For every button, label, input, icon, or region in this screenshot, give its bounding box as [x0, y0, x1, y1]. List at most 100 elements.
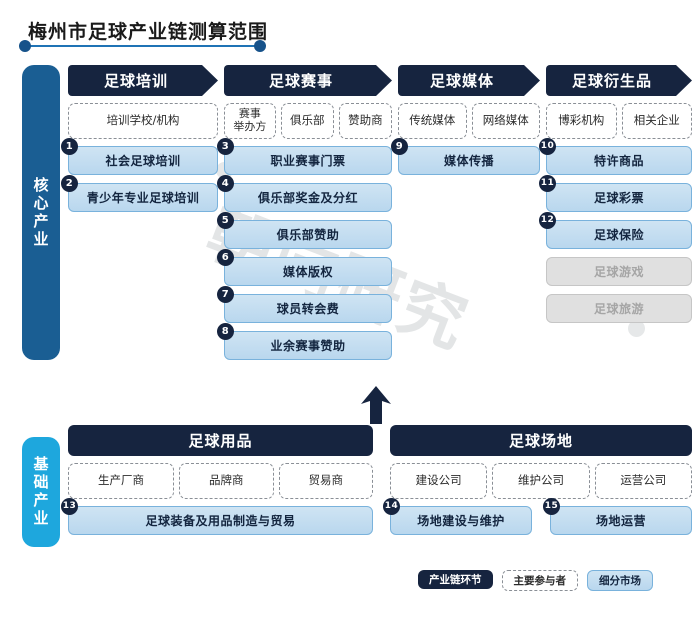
item-label: 特许商品 — [593, 154, 644, 168]
item-label: 球员转会费 — [276, 302, 340, 316]
market-item[interactable]: 9 媒体传播 — [391, 138, 540, 175]
participant-label: 赛事举办方 — [233, 107, 267, 133]
item-label: 媒体传播 — [443, 154, 494, 168]
item-label: 足球彩票 — [593, 191, 644, 205]
participant-row: 培训学校/机构 — [68, 103, 218, 139]
page-title: 梅州市足球产业链测算范围 — [28, 21, 269, 43]
item-number-badge: 3 — [217, 138, 234, 155]
market-item[interactable]: 8 业余赛事赞助 — [217, 323, 392, 360]
title-dot-left-icon — [19, 40, 31, 52]
market-item[interactable]: 7 球员转会费 — [217, 286, 392, 323]
item-label: 足球旅游 — [593, 302, 644, 316]
participant-row: 传统媒体 网络媒体 — [398, 103, 540, 139]
item-label: 职业赛事门票 — [270, 154, 346, 168]
item-label: 业余赛事赞助 — [270, 339, 346, 353]
sidebar-base-industry: 基础产业 — [22, 437, 60, 547]
page-header: 梅州市足球产业链测算范围 — [0, 8, 700, 52]
item-number-badge: 8 — [217, 323, 234, 340]
item-number-badge: 2 — [61, 175, 78, 192]
column-header[interactable]: 足球媒体 — [398, 65, 540, 96]
legend-item-chain: 产业链环节 — [418, 570, 493, 589]
column-header[interactable]: 足球用品 — [68, 425, 373, 456]
market-item-list: 9 媒体传播 — [391, 138, 540, 175]
item-number-badge: 5 — [217, 212, 234, 229]
item-label: 足球装备及用品制造与贸易 — [145, 514, 296, 528]
legend-item-market: 细分市场 — [587, 570, 653, 591]
item-label: 俱乐部赞助 — [276, 228, 340, 242]
participant-box[interactable]: 贸易商 — [278, 463, 373, 499]
participant-box[interactable]: 品牌商 — [179, 463, 274, 499]
market-item[interactable]: 5 俱乐部赞助 — [217, 212, 392, 249]
item-number-badge: 13 — [61, 498, 78, 515]
item-number-badge: 11 — [539, 175, 556, 192]
participant-box[interactable]: 俱乐部 — [280, 103, 334, 139]
chain-column-equipment: 足球用品 生产厂商 品牌商 贸易商 13 足球装备及用品制造与贸易 — [61, 425, 373, 535]
chain-column-training: 足球培训 培训学校/机构 1 社会足球培训 2 青少年专业足球培训 — [61, 65, 218, 212]
sidebar-core-industry: 核心产业 — [22, 65, 60, 360]
chain-column-media: 足球媒体 传统媒体 网络媒体 9 媒体传播 — [391, 65, 540, 175]
chain-column-matches: 足球赛事 赛事举办方 俱乐部 赞助商 3 职业赛事门票 4 俱乐部奖金及分红 5… — [217, 65, 393, 360]
title-dot-right-icon — [254, 40, 266, 52]
item-label: 足球保险 — [593, 228, 644, 242]
participant-box[interactable]: 赞助商 — [338, 103, 393, 139]
market-item[interactable]: 14 场地建设与维护 — [383, 498, 532, 535]
market-item[interactable]: 13 足球装备及用品制造与贸易 — [61, 498, 373, 535]
participant-row: 生产厂商 品牌商 贸易商 — [68, 463, 373, 499]
participant-row: 赛事举办方 俱乐部 赞助商 — [224, 103, 393, 139]
item-number-badge: 12 — [539, 212, 556, 229]
item-number-badge: 1 — [61, 138, 78, 155]
item-label: 场地建设与维护 — [417, 514, 505, 528]
item-label: 媒体版权 — [282, 265, 333, 279]
market-item-list: 14 场地建设与维护 15 场地运营 — [383, 498, 692, 535]
participant-box[interactable]: 传统媒体 — [398, 103, 467, 139]
item-number-badge: 7 — [217, 286, 234, 303]
participant-box[interactable]: 相关企业 — [621, 103, 692, 139]
participant-box[interactable]: 建设公司 — [390, 463, 488, 499]
item-number-badge: 15 — [543, 498, 560, 515]
market-item[interactable]: 12 足球保险 — [539, 212, 692, 249]
participant-box[interactable]: 赛事举办方 — [224, 103, 276, 139]
market-item[interactable]: 4 俱乐部奖金及分红 — [217, 175, 392, 212]
participant-box[interactable]: 生产厂商 — [68, 463, 174, 499]
market-item-disabled: 足球游戏 — [546, 257, 692, 286]
market-item-list: 3 职业赛事门票 4 俱乐部奖金及分红 5 俱乐部赞助 6 媒体版权 7 球员转… — [217, 138, 392, 360]
chain-column-derivatives: 足球衍生品 博彩机构 相关企业 10 特许商品 11 足球彩票 12 足球保险 … — [539, 65, 692, 323]
market-item-list: 1 社会足球培训 2 青少年专业足球培训 — [61, 138, 218, 212]
item-number-badge: 9 — [391, 138, 408, 155]
legend-item-actor: 主要参与者 — [501, 570, 578, 591]
legend: 产业链环节 主要参与者 细分市场 — [418, 570, 653, 591]
participant-box[interactable]: 运营公司 — [594, 463, 692, 499]
market-item-list: 13 足球装备及用品制造与贸易 — [61, 498, 373, 535]
market-item[interactable]: 10 特许商品 — [539, 138, 692, 175]
chain-column-venue: 足球场地 建设公司 维护公司 运营公司 14 场地建设与维护 15 场地运营 — [383, 425, 692, 535]
upward-arrow-icon — [360, 386, 392, 424]
item-label: 社会足球培训 — [105, 154, 181, 168]
participant-box[interactable]: 维护公司 — [492, 463, 590, 499]
item-number-badge: 6 — [217, 249, 234, 266]
item-number-badge: 10 — [539, 138, 556, 155]
participant-box[interactable]: 网络媒体 — [471, 103, 540, 139]
participant-row: 建设公司 维护公司 运营公司 — [390, 463, 692, 499]
market-item[interactable]: 6 媒体版权 — [217, 249, 392, 286]
column-header[interactable]: 足球场地 — [390, 425, 692, 456]
item-label: 场地运营 — [595, 514, 646, 528]
participant-box[interactable]: 培训学校/机构 — [68, 103, 218, 139]
market-item[interactable]: 15 场地运营 — [543, 498, 692, 535]
market-item[interactable]: 1 社会足球培训 — [61, 138, 218, 175]
column-header[interactable]: 足球赛事 — [224, 65, 392, 96]
item-label: 青少年专业足球培训 — [86, 191, 200, 205]
item-number-badge: 4 — [217, 175, 234, 192]
market-item[interactable]: 11 足球彩票 — [539, 175, 692, 212]
participant-box[interactable]: 博彩机构 — [546, 103, 617, 139]
column-header[interactable]: 足球培训 — [68, 65, 218, 96]
market-item[interactable]: 3 职业赛事门票 — [217, 138, 392, 175]
item-label: 足球游戏 — [593, 265, 644, 279]
market-item[interactable]: 2 青少年专业足球培训 — [61, 175, 218, 212]
market-item-list: 10 特许商品 11 足球彩票 12 足球保险 足球游戏 足球旅游 — [539, 138, 692, 323]
title-underline — [25, 45, 265, 47]
column-header[interactable]: 足球衍生品 — [546, 65, 692, 96]
item-label: 俱乐部奖金及分红 — [257, 191, 358, 205]
item-number-badge: 14 — [383, 498, 400, 515]
participant-row: 博彩机构 相关企业 — [546, 103, 692, 139]
